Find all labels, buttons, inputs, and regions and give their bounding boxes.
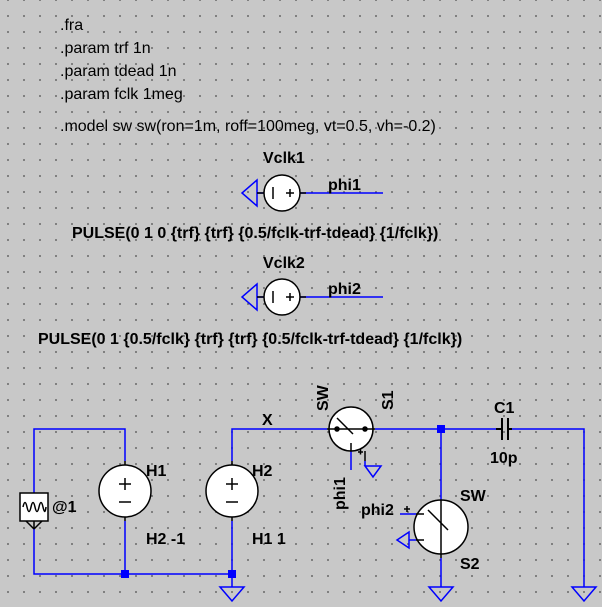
schematic-labels: .fra .param trf 1n .param tdead 1n .para… — [38, 17, 518, 573]
c1-capacitor-symbol[interactable] — [496, 418, 512, 440]
wire-bottom-return[interactable] — [33, 529, 232, 575]
vclk2-net-label[interactable]: phi2 — [328, 281, 361, 298]
vclk2-name-label[interactable]: Vclk2 — [263, 255, 305, 272]
h2-value-label[interactable]: H1 1 — [252, 531, 286, 548]
wires — [33, 192, 585, 587]
directive-param-trf[interactable]: .param trf 1n — [60, 40, 151, 57]
h2-name-label[interactable]: H2 — [252, 463, 273, 480]
vclk2-symbol[interactable] — [257, 278, 306, 316]
ground-icon[interactable] — [218, 586, 246, 603]
wire-left-loop[interactable] — [33, 428, 126, 493]
directive-param-fclk[interactable]: .param fclk 1meg — [60, 86, 183, 103]
ac-source-symbol[interactable] — [19, 492, 49, 530]
vclk2-value-label[interactable]: PULSE(0 1 {0.5/fclk} {trf} {trf} {0.5/fc… — [38, 331, 462, 348]
s1-ctrl-net-label[interactable]: phi1 — [332, 477, 349, 510]
ground-icon[interactable] — [427, 586, 455, 603]
vclk1-net-label[interactable]: phi1 — [328, 177, 361, 194]
s1-model-label[interactable]: SW — [315, 384, 332, 411]
ground-icon[interactable] — [395, 530, 416, 550]
wire-net-x[interactable] — [231, 428, 327, 461]
h2-symbol[interactable] — [205, 461, 259, 521]
c1-name-label[interactable]: C1 — [494, 400, 515, 417]
source-probe-label[interactable]: @1 — [52, 499, 77, 516]
s2-name-label[interactable]: S2 — [460, 556, 480, 573]
ground-icon[interactable] — [357, 461, 383, 479]
net-x-label[interactable]: X — [262, 412, 273, 429]
directive-fra[interactable]: .fra — [60, 17, 83, 34]
directive-param-tdead[interactable]: .param tdead 1n — [60, 63, 177, 80]
junction-dot — [228, 570, 236, 578]
h1-name-label[interactable]: H1 — [146, 463, 167, 480]
s2-model-label[interactable]: SW — [460, 488, 487, 505]
directive-model-sw[interactable]: .model sw sw(ron=1m, roff=100meg, vt=0.5… — [60, 118, 436, 135]
junction-dot — [437, 425, 445, 433]
c1-value-label[interactable]: 10p — [490, 450, 518, 467]
h1-symbol[interactable] — [98, 461, 152, 521]
s2-switch-symbol[interactable] — [404, 499, 469, 558]
s1-name-label[interactable]: S1 — [380, 390, 397, 410]
wire-c1-to-gnd[interactable] — [512, 428, 585, 587]
vclk1-value-label[interactable]: PULSE(0 1 0 {trf} {trf} {0.5/fclk-trf-td… — [72, 225, 438, 242]
junction-dot — [121, 570, 129, 578]
s2-ctrl-net-label[interactable]: phi2 — [361, 502, 394, 519]
vclk1-symbol[interactable] — [257, 174, 306, 212]
s1-switch-symbol[interactable] — [327, 406, 375, 461]
h1-value-label[interactable]: H2 -1 — [146, 531, 185, 548]
ground-icon[interactable] — [570, 586, 598, 603]
vclk1-name-label[interactable]: Vclk1 — [263, 150, 305, 167]
